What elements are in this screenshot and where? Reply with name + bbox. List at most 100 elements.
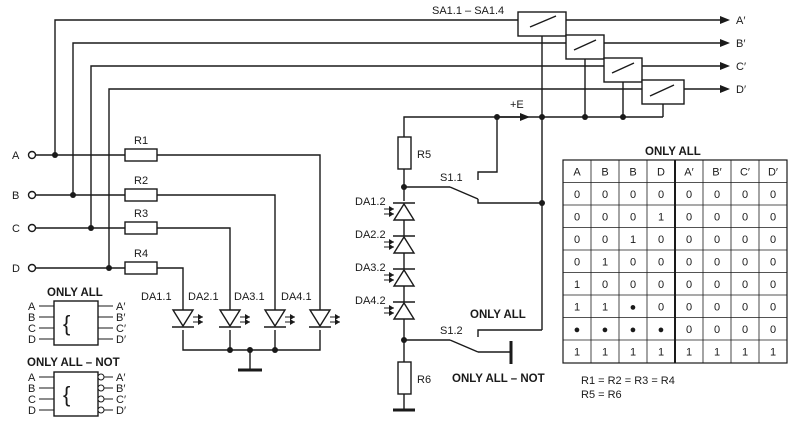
truth-table-title: ONLY ALL [645, 146, 701, 158]
svg-text:{: { [63, 311, 70, 336]
truth-table-cell: 1 [602, 346, 608, 358]
output-label-c: C′ [736, 61, 746, 73]
truth-table-cell: 0 [686, 279, 692, 291]
truth-table-cell: 0 [602, 189, 608, 201]
truth-table-cell: 0 [686, 301, 692, 313]
svg-text:A′: A′ [116, 372, 125, 384]
input-label-a: A [12, 150, 20, 162]
resistor-notes: R1 = R2 = R3 = R4 R5 = R6 [581, 375, 675, 401]
truth-table-cell: 0 [630, 189, 636, 201]
truth-table-cell: 1 [574, 279, 580, 291]
svg-text:DA2.1: DA2.1 [188, 291, 219, 303]
svg-text:C: C [28, 323, 36, 335]
svg-text:DA4.2: DA4.2 [355, 295, 386, 307]
truth-table-cell: 0 [742, 324, 748, 336]
resistor-r1: R1 [124, 135, 158, 162]
truth-table-header: C′ [740, 166, 750, 178]
svg-text:R5: R5 [417, 149, 431, 161]
truth-table-cell: ● [630, 301, 637, 313]
truth-table-cell: 1 [630, 346, 636, 358]
svg-text:B: B [28, 383, 35, 395]
truth-table-cell: 1 [630, 234, 636, 246]
output-lines: A′ B′ C′ D′ [566, 15, 746, 96]
truth-table-cell: 0 [574, 256, 580, 268]
output-label-b: B′ [736, 38, 745, 50]
input-label-c: C [12, 223, 20, 235]
svg-text:S1.2: S1.2 [440, 325, 463, 337]
truth-table-cell: 1 [770, 346, 776, 358]
truth-table-cell: 0 [602, 234, 608, 246]
svg-text:R6: R6 [417, 374, 431, 386]
note-r1-r4: R1 = R2 = R3 = R4 [581, 375, 675, 387]
svg-text:A: A [28, 301, 36, 313]
led-da3-1: DA3.1 [234, 291, 295, 328]
svg-text:C: C [28, 394, 36, 406]
truth-table-cell: 1 [742, 346, 748, 358]
truth-table-cell: 1 [602, 256, 608, 268]
truth-table-cell: 0 [658, 234, 664, 246]
resistor-r4: R4 [124, 248, 158, 275]
input-label-d: D [12, 263, 20, 275]
switch-group-label: SA1.1 – SA1.4 [432, 5, 504, 17]
truth-table-cell: 0 [686, 189, 692, 201]
input-terminal-c: C [12, 223, 37, 235]
resistor-r5: R5 [397, 136, 431, 170]
truth-table-cell: 0 [630, 256, 636, 268]
truth-table-cell: 0 [658, 256, 664, 268]
truth-table-cell: 0 [714, 324, 720, 336]
truth-table-cell: 0 [686, 211, 692, 223]
truth-table-cell: 0 [714, 234, 720, 246]
truth-table-cell: 0 [742, 211, 748, 223]
svg-text:D′: D′ [116, 334, 126, 346]
truth-table-cell: 1 [686, 346, 692, 358]
truth-table-cell: 0 [742, 189, 748, 201]
truth-table-cell: 0 [574, 234, 580, 246]
svg-text:R4: R4 [134, 248, 148, 260]
supply-rail: +E [403, 99, 530, 137]
truth-table-cell: 0 [714, 189, 720, 201]
switch-sa1-4 [641, 79, 685, 105]
truth-table-cell: 0 [770, 324, 776, 336]
truth-table-cell: 0 [714, 279, 720, 291]
led-da3-2: DA3.2 [355, 262, 416, 287]
input-terminal-a: A [12, 150, 37, 162]
led-da2-1: DA2.1 [188, 291, 250, 328]
truth-table-grid [563, 160, 787, 363]
truth-table-header: B [601, 166, 608, 178]
input-label-b: B [12, 190, 19, 202]
svg-text:S1.1: S1.1 [440, 172, 463, 184]
truth-table-cell: 0 [742, 234, 748, 246]
svg-text:C′: C′ [116, 394, 126, 406]
svg-text:R1: R1 [134, 135, 148, 147]
mode-label-only-all: ONLY ALL [470, 309, 526, 321]
truth-table-cell: 0 [770, 189, 776, 201]
truth-table-cell: 1 [714, 346, 720, 358]
truth-table-cell: 0 [770, 211, 776, 223]
truth-table-cell: 0 [714, 256, 720, 268]
supply-label: +E [510, 99, 524, 111]
truth-table-cell: ● [574, 324, 581, 336]
truth-table-cell: ● [602, 324, 609, 336]
truth-table-cell: 1 [574, 346, 580, 358]
led-da1-2: DA1.2 [355, 196, 416, 221]
truth-table-cell: 0 [602, 279, 608, 291]
svg-text:A′: A′ [116, 301, 125, 313]
truth-table-cell: 0 [658, 279, 664, 291]
svg-text:B′: B′ [116, 312, 125, 324]
svg-text:ONLY ALL: ONLY ALL [47, 287, 103, 299]
svg-text:B: B [28, 312, 35, 324]
svg-text:A: A [28, 372, 36, 384]
symbol-only-all-not: ONLY ALL – NOT { A B C D A′ B′ C′ D′ [27, 357, 126, 417]
svg-text:DA1.1: DA1.1 [141, 291, 172, 303]
led-da2-2: DA2.2 [355, 229, 416, 254]
symbol-only-all: ONLY ALL { A B C D A′ B′ C′ D′ [28, 287, 126, 346]
svg-text:R2: R2 [134, 175, 148, 187]
input-terminal-d: D [12, 263, 37, 275]
truth-table-cell: ● [658, 324, 665, 336]
truth-table-cell: 0 [602, 211, 608, 223]
truth-table-cell: ● [630, 324, 637, 336]
truth-table-cell: 1 [658, 211, 664, 223]
note-r5-r6: R5 = R6 [581, 389, 622, 401]
